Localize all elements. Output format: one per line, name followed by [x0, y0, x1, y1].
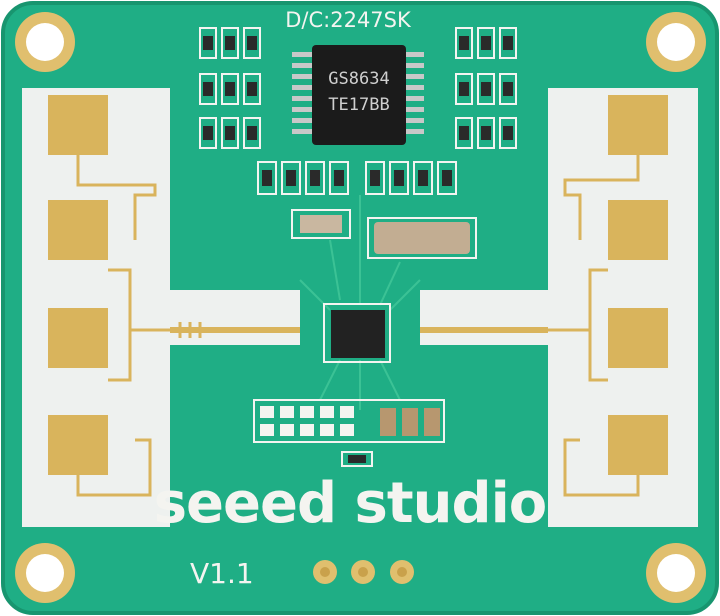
mounting-hole-bottom-left: [15, 543, 75, 603]
mounting-hole-top-right: [646, 12, 706, 72]
version-label: V1.1: [190, 557, 254, 590]
smd-components-bottom-row: [253, 399, 445, 467]
brand-logo-text: seeed studio: [154, 471, 547, 536]
main-ic: [292, 45, 424, 145]
smd-components-middle-row: [257, 161, 457, 195]
mounting-hole-top-left: [15, 12, 75, 72]
pcb-board: [3, 3, 717, 613]
smd-components-top-right: [455, 27, 517, 149]
pcb-traces: [299, 195, 421, 410]
header-pads: [313, 560, 414, 584]
chip-marking-line2: TE17BB: [328, 95, 389, 115]
capacitor-large: [367, 217, 477, 259]
feed-lines-left: [76, 155, 300, 497]
patch-antenna-right: [608, 95, 668, 475]
capacitor-small: [291, 209, 351, 239]
feed-lines-right: [420, 155, 640, 497]
date-code-label: D/C:2247SK: [285, 8, 412, 32]
patch-antenna-left: [48, 95, 108, 475]
smd-components-top-left: [199, 27, 261, 149]
radar-transceiver-chip: [323, 303, 391, 363]
mounting-hole-bottom-right: [646, 543, 706, 603]
chip-marking-line1: GS8634: [328, 69, 389, 89]
